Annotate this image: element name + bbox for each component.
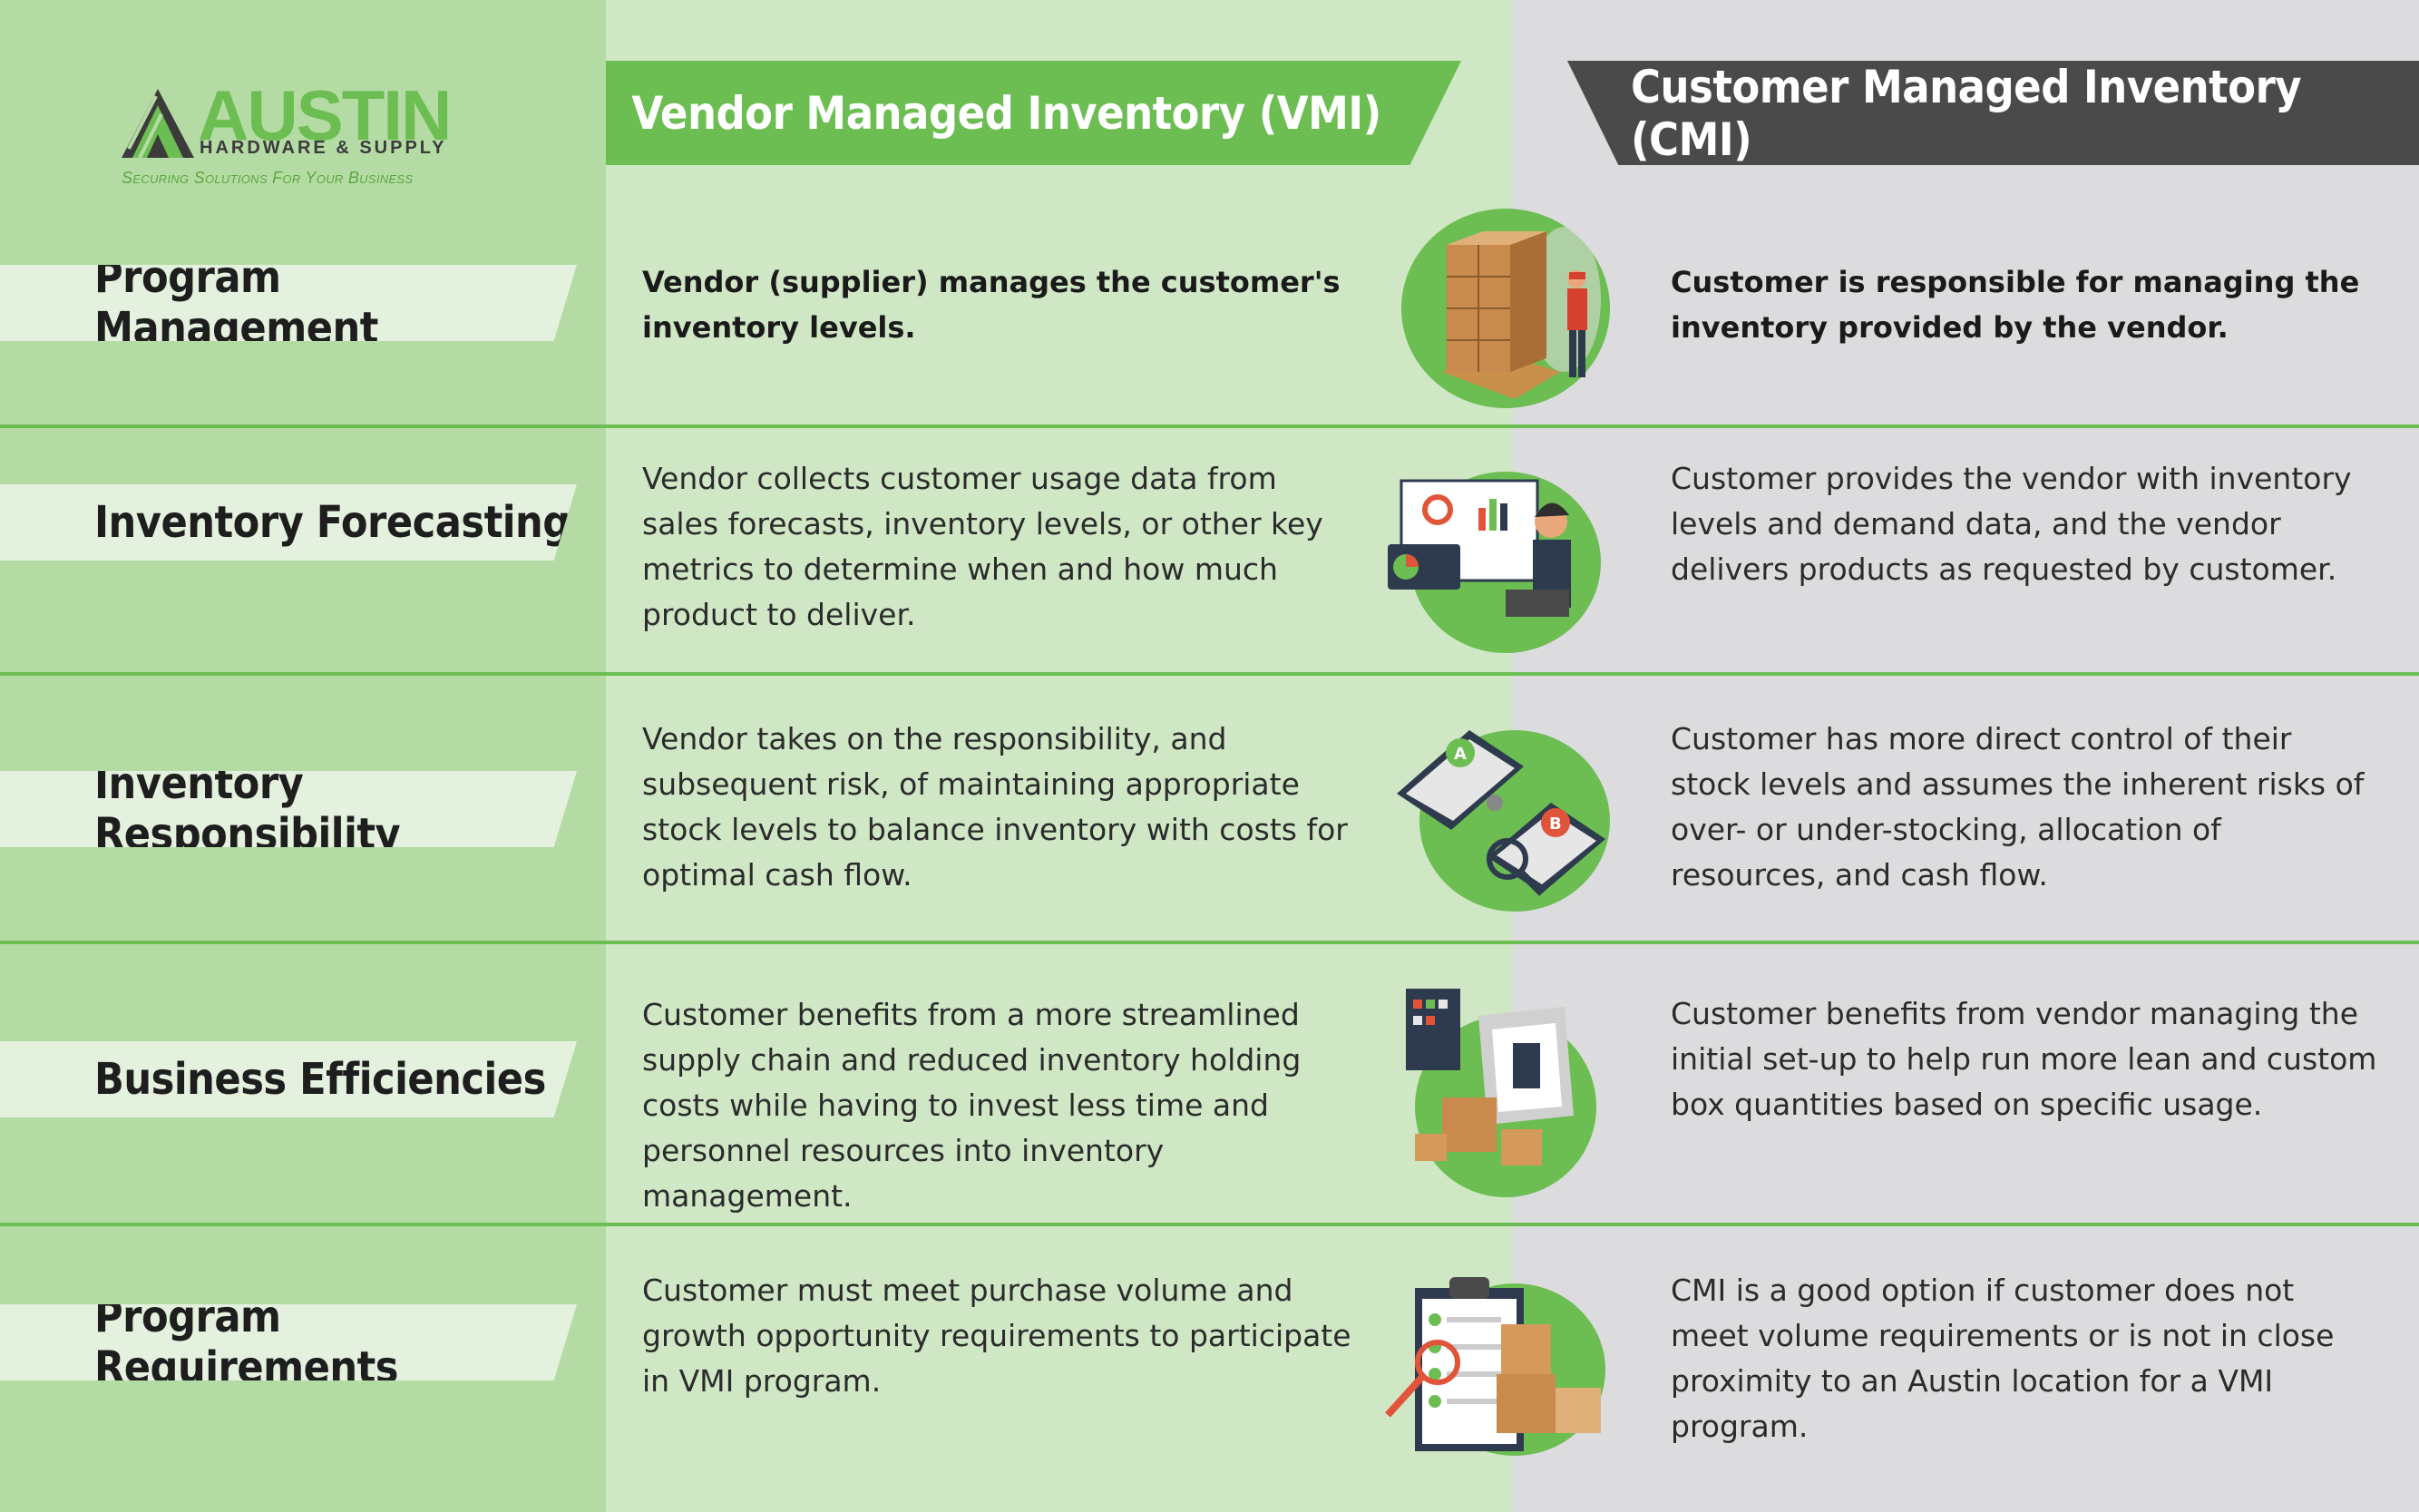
row-divider [0,672,2419,676]
svg-text:A: A [1454,745,1467,764]
row-label-program-requirements: Program Requirements [0,1304,577,1380]
label-column [0,0,606,1512]
row-label-program-management: Program Management [0,265,577,341]
warehouse-boxes-icon [1401,209,1610,408]
logo-subtitle: HARDWARE & SUPPLY [200,138,447,158]
austin-logo: AUSTIN HARDWARE & SUPPLY Securing Soluti… [118,75,463,192]
cmi-program-requirements: CMI is a good option if customer does no… [1671,1273,2335,1444]
row-divider [0,424,2419,428]
cmi-inventory-forecasting: Customer provides the vendor with invent… [1671,461,2352,587]
row-divider [0,1223,2419,1226]
vmi-program-requirements: Customer must meet purchase volume and g… [642,1273,1351,1399]
comparison-devices-icon: A B [1397,730,1610,912]
logo-mark-icon [122,89,194,158]
cmi-header: Customer Managed Inventory (CMI) [1567,61,2419,165]
cmi-inventory-responsibility: Customer has more direct control of thei… [1671,721,2365,893]
cmi-business-efficiencies: Customer benefits from vendor managing t… [1671,996,2377,1122]
vmi-header: Vendor Managed Inventory (VMI) [606,61,1461,165]
logo-name: AUSTIN [198,75,452,155]
cmi-program-management: Customer is responsible for managing the… [1671,265,2360,345]
row-label-inventory-responsibility: Inventory Responsibility [0,771,577,847]
laptop-packages-icon [1406,989,1596,1197]
logo-tagline: Securing Solutions For Your Business [122,169,414,187]
vmi-program-management: Vendor (supplier) manages the customer's… [642,265,1341,345]
vmi-inventory-forecasting: Vendor collects customer usage data from… [642,461,1323,632]
clipboard-checklist-icon [1385,1277,1605,1456]
svg-text:B: B [1549,815,1562,834]
vmi-inventory-responsibility: Vendor takes on the responsibility, and … [642,721,1348,893]
row-label-inventory-forecasting: Inventory Forecasting [0,484,577,561]
vmi-column [606,0,1513,1512]
row-label-business-efficiencies: Business Efficiencies [0,1041,577,1117]
row-divider [0,941,2419,944]
vmi-business-efficiencies: Customer benefits from a more streamline… [642,997,1302,1214]
data-analyst-icon [1388,472,1601,653]
cmi-column [1513,0,2419,1512]
